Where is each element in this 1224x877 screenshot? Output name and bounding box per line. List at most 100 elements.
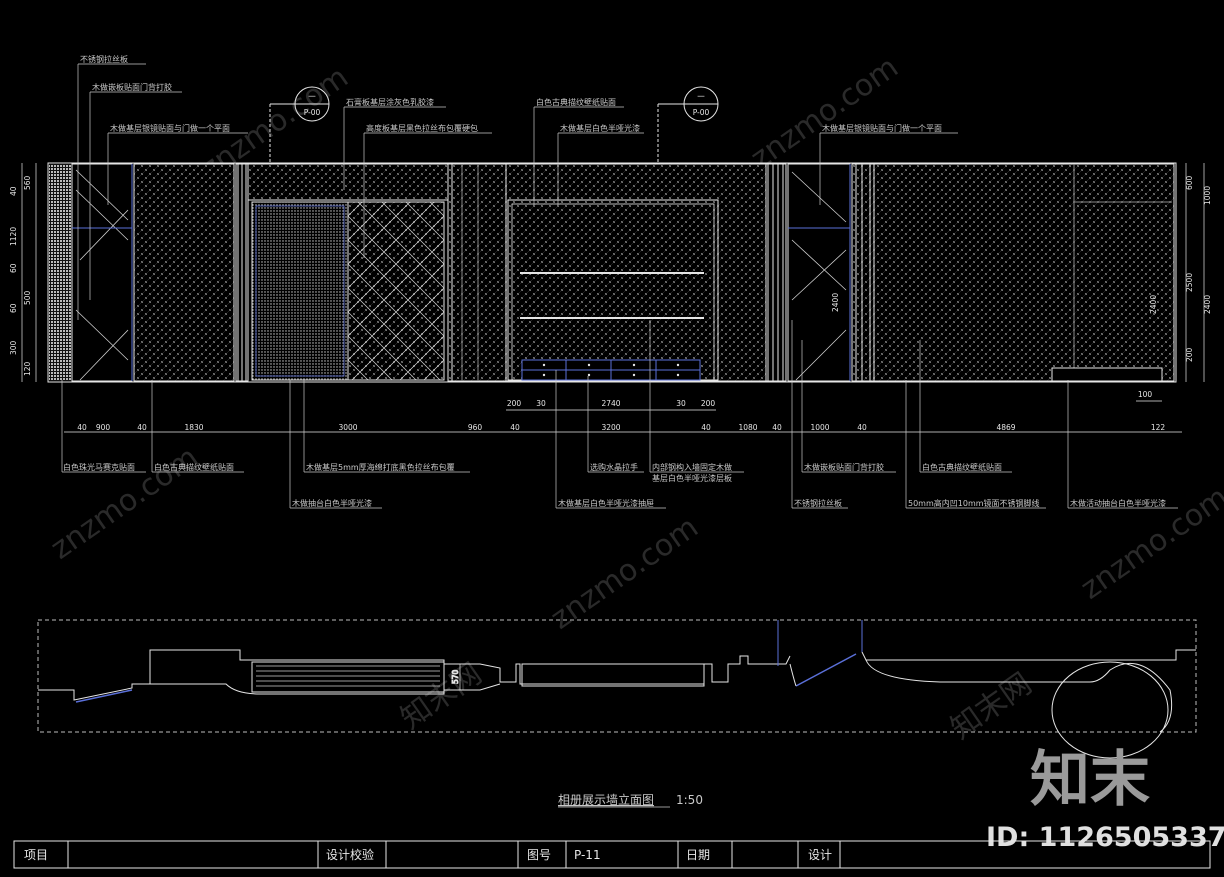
bottom-dimension-texts: 40 900 40 1830 3000 960 40 3200 40 1080 … [77,390,1165,432]
drawing-scale: 1:50 [676,793,703,807]
dim-b-3200: 3200 [601,423,620,432]
left-dim-560: 560 [23,175,32,190]
dim-u-200b: 200 [701,399,716,408]
left-dimensions: 40 560 1120 60 500 60 300 120 [9,163,37,382]
wallpaper-zone-1 [133,163,235,382]
callout-drawer-table: 木做抽台白色半哑光漆 [292,498,372,508]
elevation-view [47,162,1177,383]
tb-project-label: 项目 [24,848,48,862]
dim-b-1830: 1830 [184,423,203,432]
dim-b-122: 122 [1151,423,1166,432]
dim-b-900: 900 [96,423,111,432]
callout-movable-drawer: 木做活动抽台白色半哑光漆 [1070,498,1166,508]
callout-steel-fix: 内部钢构入墙固定木做 [652,462,732,472]
dim-b-1000: 1000 [810,423,829,432]
section-mark-1-bottom: P-00 [304,108,321,117]
tb-drawing-no-label: 图号 [527,848,551,862]
callout-crystal-handle: 选购水晶拉手 [590,462,638,472]
left-dim-40: 40 [9,186,18,196]
drawing-title-text: 相册展示墙立面图 [558,792,654,807]
callout-drawer-paint: 木做基层白色半哑光漆抽屉 [558,498,654,508]
tb-design-label: 设计 [808,848,832,862]
left-mirror-panel [71,163,133,382]
section-mark-2: 一 P-00 [657,86,719,163]
title-block: 项目 设计校验 图号 P-11 日期 设计 [13,840,1211,869]
watermark-site-3: znzmo.com [545,510,705,637]
pilaster-2 [765,163,787,382]
left-dim-300: 300 [9,340,18,355]
display-niche-frame [507,199,719,381]
callout-semimatte-top: 木做基层白色半哑光漆 [560,123,640,133]
bottom-callout-leaders [61,320,1178,509]
dim-b-1080: 1080 [738,423,757,432]
left-dim-500: 500 [23,290,32,305]
watermark-id: ID: 1126505337 [986,822,1224,853]
callout-skirting: 50mm高内凹10mm镜面不锈钢脚线 [908,498,1040,508]
watermark-logo: 知末 [1030,745,1150,815]
right-dim-2500: 2500 [1185,273,1194,292]
callout-shelf-board: 基层白色半哑光漆层板 [652,473,732,483]
plan-dim-570: 570 [451,669,460,684]
dim-u-30a: 30 [536,399,546,408]
plan-view: 570 [37,619,1197,759]
pilaster-1 [235,163,249,382]
inner-dim-2400-a: 2400 [831,293,840,312]
wallpaper-zone-2 [447,163,507,382]
dim-b-4869: 4869 [996,423,1015,432]
section-mark-2-top: 一 [697,92,705,101]
callout-softpack: 高度板基层黑色拉丝布包覆硬包 [366,123,478,133]
right-dim-200: 200 [1185,347,1194,362]
bottom-dimension-lines [64,400,1182,433]
wallpaper-zone-4 [873,163,1175,382]
padded-door-panel [251,201,349,381]
callout-gypsum: 石膏板基层涂灰色乳胶漆 [346,97,434,107]
callout-wallpaper-b1: 白色古典描纹壁纸贴面 [154,462,234,472]
dim-b-3000: 3000 [338,423,357,432]
movable-cabinet [1051,367,1163,382]
left-dim-60b: 60 [9,303,18,313]
dim-b-40c: 40 [510,423,520,432]
diagonal-watermarks: znzmo.com znzmo.com znzmo.com znzmo.com … [45,50,1224,747]
callout-wallpaper-top: 白色古典描纹壁纸贴面 [536,97,616,107]
bottom-callout-labels: 白色珠光马赛克贴面 白色古典描纹壁纸贴面 木做基层5mm厚海绵打底黑色拉丝布包覆… [63,462,1166,508]
dim-b-40f: 40 [857,423,867,432]
left-dim-60a: 60 [9,263,18,273]
top-callouts [77,63,958,320]
callout-door-glue-top: 木做嵌板贴面门背打胶 [92,82,172,92]
watermark-cn-2: 知末网 [945,666,1039,746]
inner-dim-2400-b: 2400 [1149,295,1158,314]
drawing-title: 相册展示墙立面图 1:50 [558,792,703,808]
tb-date-label: 日期 [686,848,710,862]
callout-sponge-fabric: 木做基层5mm厚海绵打底黑色拉丝布包覆 [306,462,455,472]
section-mark-1-top: 一 [308,92,316,101]
drawer-unit [521,359,701,381]
diamond-softpack-panel [347,201,445,381]
tb-drawing-no-value: P-11 [574,848,601,862]
section-mark-1: 一 P-00 [269,86,330,163]
dim-b-40d: 40 [701,423,711,432]
dim-u-200a: 200 [507,399,522,408]
callout-mirror-right: 木做基层银镜贴面与门做一个平面 [822,123,942,133]
watermark-cn-1: 知末网 [395,656,489,736]
top-callout-labels: 不锈钢拉丝板 木做嵌板贴面门背打胶 木做基层银镜贴面与门做一个平面 石膏板基层涂… [80,54,942,133]
dim-100: 100 [1138,390,1153,399]
tb-check-label: 设计校验 [326,847,374,862]
watermark-site-5: znzmo.com [745,50,905,177]
callout-wallpaper-b2: 白色古典描纹壁纸贴面 [922,462,1002,472]
mosaic-strip-left [49,164,71,381]
right-dim-600: 600 [1185,175,1194,190]
right-dim-2400: 2400 [1203,295,1212,314]
right-dimensions: 600 2500 200 1000 2400 2400 2400 [831,163,1212,382]
section-mark-2-bottom: P-00 [693,108,710,117]
watermark-site-2: znzmo.com [45,440,205,567]
dim-b-40e: 40 [772,423,782,432]
callout-door-glue-b: 木做嵌板贴面门背打胶 [804,462,884,472]
callout-stainless-top: 不锈钢拉丝板 [80,54,128,64]
dim-b-40a: 40 [77,423,87,432]
dim-b-960: 960 [468,423,483,432]
dim-u-30b: 30 [676,399,686,408]
right-dim-1000: 1000 [1203,186,1212,205]
left-dim-1120: 1120 [9,227,18,246]
left-dim-120: 120 [23,361,32,376]
